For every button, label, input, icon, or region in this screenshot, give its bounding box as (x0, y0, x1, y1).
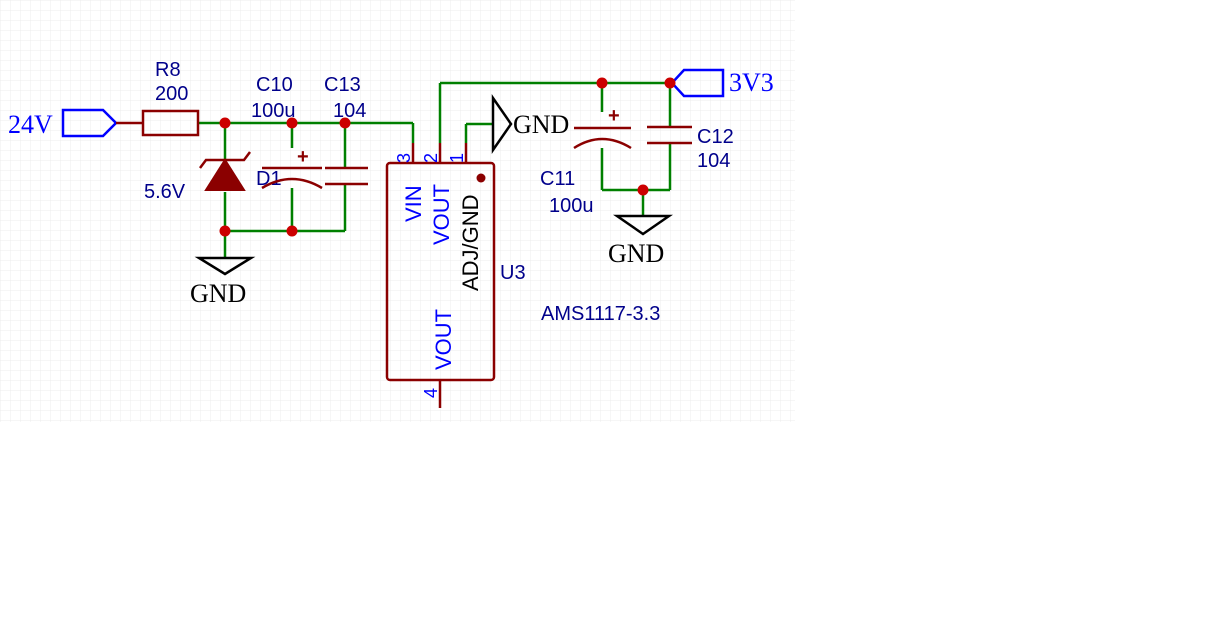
junction-dot (286, 225, 298, 237)
c11-ref: C11 (540, 168, 575, 190)
c10-polarity: + (297, 146, 309, 168)
u3-value: AMS1117-3.3 (541, 303, 660, 325)
c12-ref: C12 (697, 126, 734, 148)
d1-ref: D1 (256, 168, 282, 190)
pin-name-vout-bottom: VOUT (431, 309, 456, 370)
grid-area (0, 0, 795, 422)
c11-polarity: + (608, 105, 620, 127)
c11-value: 100u (549, 195, 594, 217)
junction-dot (664, 77, 676, 89)
pin-name-vin: VIN (401, 185, 426, 222)
net-label-3v3: 3V3 (729, 68, 774, 97)
c10-value: 100u (251, 100, 296, 122)
u3-ref: U3 (500, 262, 526, 284)
c12-value: 104 (697, 150, 730, 172)
pin-num-4: 4 (421, 388, 441, 398)
regulator-u3: 3 2 1 4 VIN VOUT ADJ/GND VOUT U3 AMS1117… (385, 143, 660, 408)
pin-num-1: 1 (447, 153, 467, 163)
pin-name-vout-top: VOUT (429, 184, 454, 245)
gnd-label-right: GND (608, 239, 664, 268)
gnd-label-left: GND (190, 279, 246, 308)
capacitor-c12: C12 104 (647, 125, 734, 172)
junction-dot (286, 117, 298, 129)
c13-ref: C13 (324, 74, 361, 96)
pin-num-3: 3 (394, 153, 414, 163)
net-port-3v3: 3V3 (670, 68, 774, 98)
junction-dot (219, 225, 231, 237)
r8-ref: R8 (155, 59, 181, 81)
pin-num-2: 2 (421, 153, 441, 163)
capacitor-c13: C13 104 (324, 74, 368, 186)
c13-value: 104 (333, 100, 366, 122)
gnd-label-adj: GND (513, 110, 569, 139)
ground-symbol-left: GND (190, 256, 256, 308)
junction-dot (339, 117, 351, 129)
net-port-24v: 24V (8, 108, 143, 139)
ground-symbol-adj: GND (491, 93, 569, 155)
pin-name-adj-gnd: ADJ/GND (458, 194, 483, 291)
junction-dot (219, 117, 231, 129)
junctions (219, 77, 676, 237)
c10-ref: C10 (256, 74, 293, 96)
junction-dot (637, 184, 649, 196)
d1-value: 5.6V (144, 181, 186, 203)
resistor-r8: R8 200 (141, 59, 200, 137)
ground-symbol-right: GND (608, 214, 674, 268)
capacitor-c10: + C10 100u (251, 74, 323, 190)
net-label-24v: 24V (8, 110, 53, 139)
capacitor-c11: + C11 100u (540, 105, 632, 217)
junction-dot (596, 77, 608, 89)
zener-diode-d1: 5.6V D1 (144, 151, 282, 203)
r8-value: 200 (155, 83, 188, 105)
